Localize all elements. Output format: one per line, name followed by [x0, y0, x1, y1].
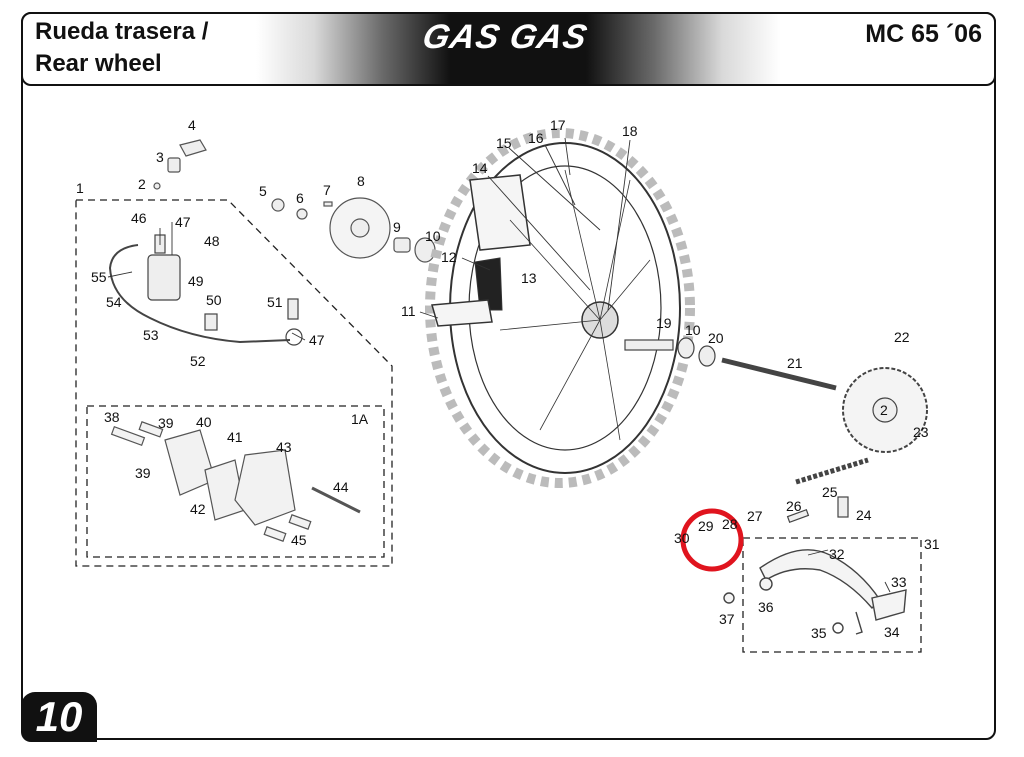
- header-bar: Rueda trasera / Rear wheel GAS GAS MC 65…: [21, 12, 996, 86]
- callout-22: 22: [894, 329, 910, 345]
- callout-1a: 1A: [351, 411, 369, 427]
- callout-16: 16: [528, 130, 544, 146]
- callout-53: 53: [143, 327, 159, 343]
- callout-37: 37: [719, 611, 735, 627]
- callout-1: 1: [76, 180, 84, 196]
- callout-6: 6: [296, 190, 304, 206]
- leader-lines: [107, 137, 891, 593]
- callout-51: 51: [267, 294, 283, 310]
- callout-26: 26: [786, 498, 802, 514]
- rear-wheel-drawing: [425, 128, 695, 488]
- page-number-badge: 10: [21, 692, 97, 742]
- callout-31: 31: [924, 536, 940, 552]
- callout-49: 49: [188, 273, 204, 289]
- callout-46: 46: [131, 210, 147, 226]
- callout-45: 45: [291, 532, 307, 548]
- callout-39: 39: [135, 465, 151, 481]
- small-hardware-drawing: [153, 139, 436, 263]
- callout-19: 19: [656, 315, 672, 331]
- callout-20: 20: [708, 330, 724, 346]
- callout-34: 34: [884, 624, 900, 640]
- callout-55: 55: [91, 269, 107, 285]
- group-box-caliper-parts: [86, 405, 385, 558]
- callout-42: 42: [190, 501, 206, 517]
- callout-54: 54: [106, 294, 122, 310]
- callout-8: 8: [357, 173, 365, 189]
- callout-29: 29: [698, 518, 714, 534]
- callout-36: 36: [758, 599, 774, 615]
- callout-9: 9: [393, 219, 401, 235]
- callout-43: 43: [276, 439, 292, 455]
- model-label: MC 65 ´06: [865, 20, 982, 48]
- callout-5: 5: [259, 183, 267, 199]
- callout-28: 28: [722, 516, 738, 532]
- callout-2: 2: [138, 176, 146, 192]
- callout-11: 11: [401, 303, 416, 319]
- callout-24: 24: [856, 507, 872, 523]
- caliper-parts-drawing: [110, 421, 361, 542]
- callout-52: 52: [190, 353, 206, 369]
- callout-23: 23: [913, 424, 929, 440]
- callout-40: 40: [196, 414, 212, 430]
- callout-25: 25: [822, 484, 838, 500]
- callout-labels: 1 1A 2 2 3 4 5 6 7 8 9 10 10 11 12 13 14…: [76, 117, 940, 641]
- callout-33: 33: [891, 574, 907, 590]
- callout-30: 30: [674, 530, 690, 546]
- callout-32: 32: [829, 546, 845, 562]
- callout-21: 21: [787, 355, 803, 371]
- callout-18: 18: [622, 123, 638, 139]
- highlight-circle: [680, 508, 744, 572]
- callout-7: 7: [323, 182, 331, 198]
- callout-13: 13: [521, 270, 537, 286]
- title-english: Rear wheel: [35, 50, 162, 77]
- callout-38: 38: [104, 409, 120, 425]
- callout-50: 50: [206, 292, 222, 308]
- callout-15: 15: [496, 135, 512, 151]
- callout-14: 14: [472, 160, 488, 176]
- callout-35: 35: [811, 625, 827, 641]
- title-spanish: Rueda trasera /: [35, 18, 209, 45]
- callout-2: 2: [880, 402, 888, 418]
- callout-17: 17: [550, 117, 566, 133]
- brake-caliper-drawing: [108, 234, 303, 346]
- page-title: Rueda trasera / Rear wheel: [35, 16, 208, 80]
- callout-12: 12: [441, 249, 457, 265]
- group-box-caliper-assembly: [75, 199, 393, 567]
- callout-27: 27: [747, 508, 763, 524]
- callout-47: 47: [175, 214, 191, 230]
- callout-44: 44: [333, 479, 349, 495]
- axle-sprocket-drawing: [624, 337, 928, 524]
- callout-41: 41: [227, 429, 243, 445]
- group-box-brake-pedal: [742, 537, 922, 653]
- callout-47: 47: [309, 332, 325, 348]
- callout-39: 39: [158, 415, 174, 431]
- callout-4: 4: [188, 117, 196, 133]
- callout-10: 10: [425, 228, 441, 244]
- brake-pedal-drawing: [723, 549, 907, 635]
- callout-48: 48: [204, 233, 220, 249]
- callout-10: 10: [685, 322, 701, 338]
- callout-3: 3: [156, 149, 164, 165]
